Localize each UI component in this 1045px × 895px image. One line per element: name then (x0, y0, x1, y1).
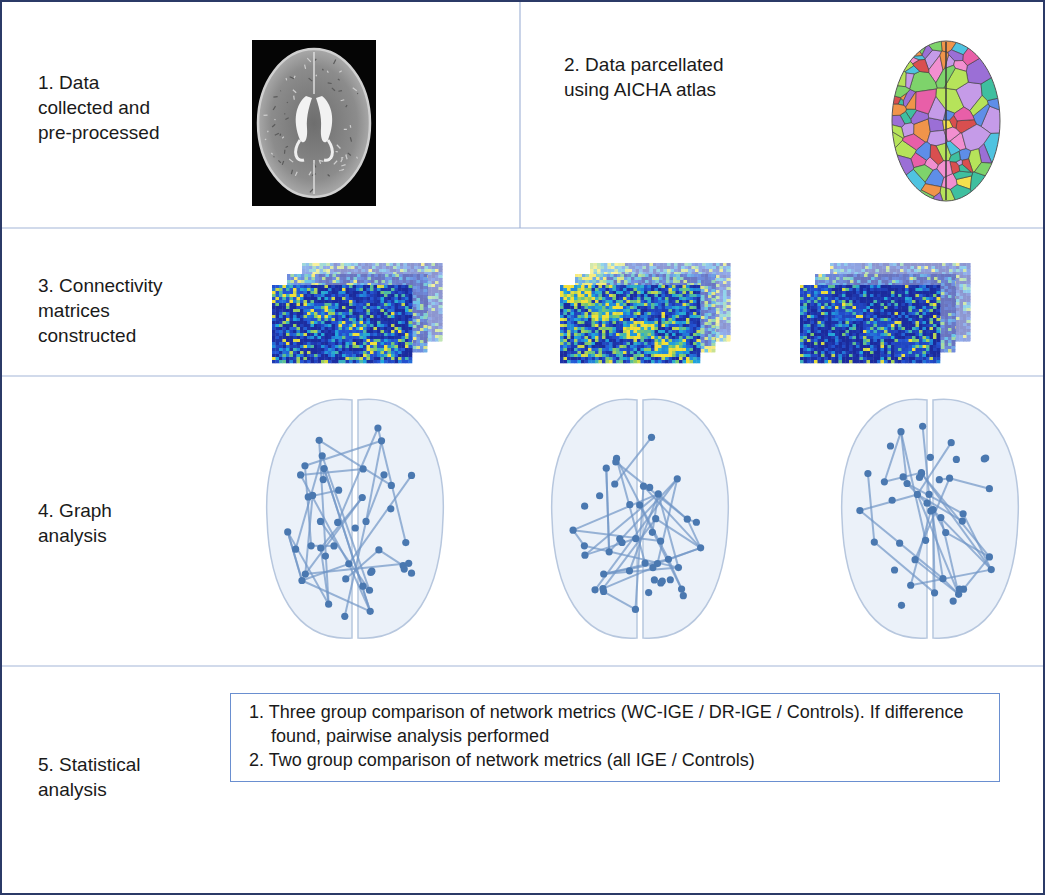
matrix-layer (815, 274, 955, 352)
stage-label-block: 3. Connectivity matrices constructed (38, 273, 188, 348)
stage-band: 2. Data parcellated using AICHA atlas (520, 0, 1045, 228)
brain-graph (552, 399, 729, 638)
stage-label: 4. Graph analysis (38, 498, 158, 548)
brain-graphs (267, 399, 1019, 638)
matrix-layer (272, 285, 412, 363)
brain-graph (842, 399, 1019, 638)
cell-divider (519, 2, 520, 228)
stage-label-block: 1. Data collected and pre-processed (38, 70, 178, 145)
row-divider (2, 375, 1043, 376)
stage-label: 1. Data collected and pre-processed (38, 70, 178, 145)
matrix-layer (560, 285, 700, 363)
atlas-brain (880, 35, 1012, 210)
stage-label: 3. Connectivity matrices constructed (38, 273, 188, 348)
analysis-item: 1. Three group comparison of network met… (245, 700, 985, 748)
stage-label-block: 4. Graph analysis (38, 498, 158, 548)
matrix-layer (287, 274, 427, 352)
stage-label-block: 5. Statistical analysis (38, 752, 173, 802)
stage-label-block: 2. Data parcellated using AICHA atlas (564, 52, 724, 102)
stage-label: 2. Data parcellated using AICHA atlas (564, 52, 724, 102)
stage-band: 3. Connectivity matrices constructed (0, 228, 1045, 376)
mri-slice (252, 40, 376, 206)
row-divider (2, 665, 1043, 666)
analysis-item: 2. Two group comparison of network metri… (245, 748, 985, 772)
stage-band: 4. Graph analysis (0, 376, 1045, 666)
connectivity-matrices (272, 263, 970, 363)
stage-band: 1. Data collected and pre-processed (0, 0, 520, 228)
brain-graph (267, 399, 444, 638)
matrix-layer (800, 285, 940, 363)
list-box: 1. Three group comparison of network met… (230, 693, 1000, 782)
stage-label: 5. Statistical analysis (38, 752, 173, 802)
matrix-layer (575, 274, 715, 352)
stage-band: 5. Statistical analysis 1. Three group co… (0, 666, 1045, 895)
row-divider (2, 227, 1043, 228)
